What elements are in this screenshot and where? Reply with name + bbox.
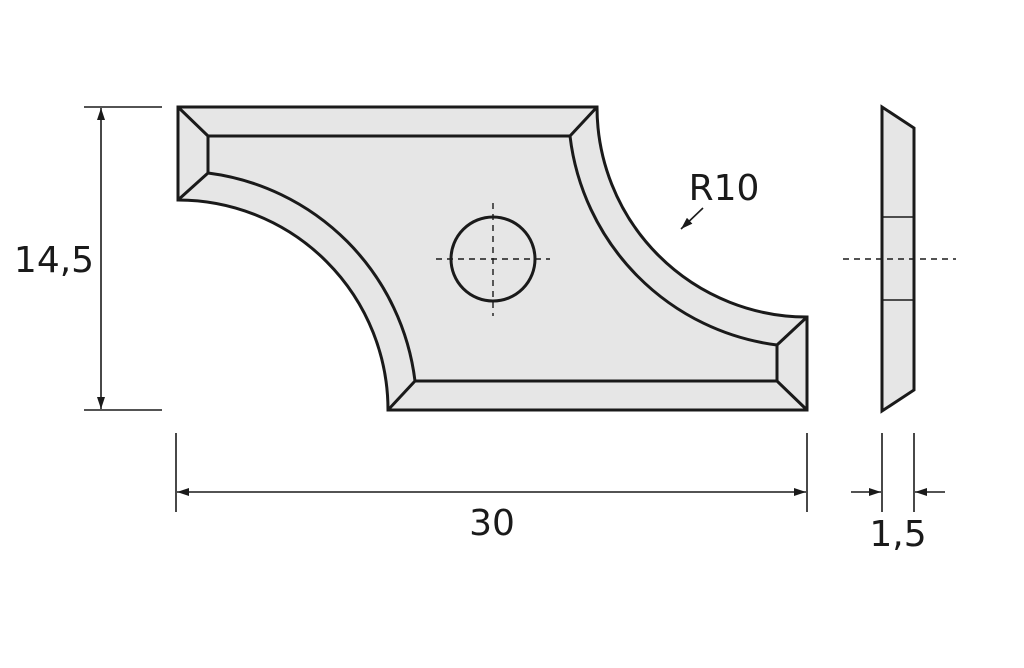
bevel-lines xyxy=(176,105,809,412)
side-view xyxy=(843,104,956,414)
radius-label: R10 xyxy=(689,168,760,209)
length-label: 30 xyxy=(469,503,515,544)
height-label: 14,5 xyxy=(14,240,94,281)
height-dimension: 14,5 xyxy=(14,106,162,411)
radius-callout: R10 xyxy=(680,168,760,230)
thickness-label: 1,5 xyxy=(869,514,926,555)
radius-leader-arrow xyxy=(680,207,704,230)
front-view xyxy=(176,105,809,412)
length-dimension: 30 xyxy=(175,433,808,544)
thickness-dimension: 1,5 xyxy=(851,433,945,555)
